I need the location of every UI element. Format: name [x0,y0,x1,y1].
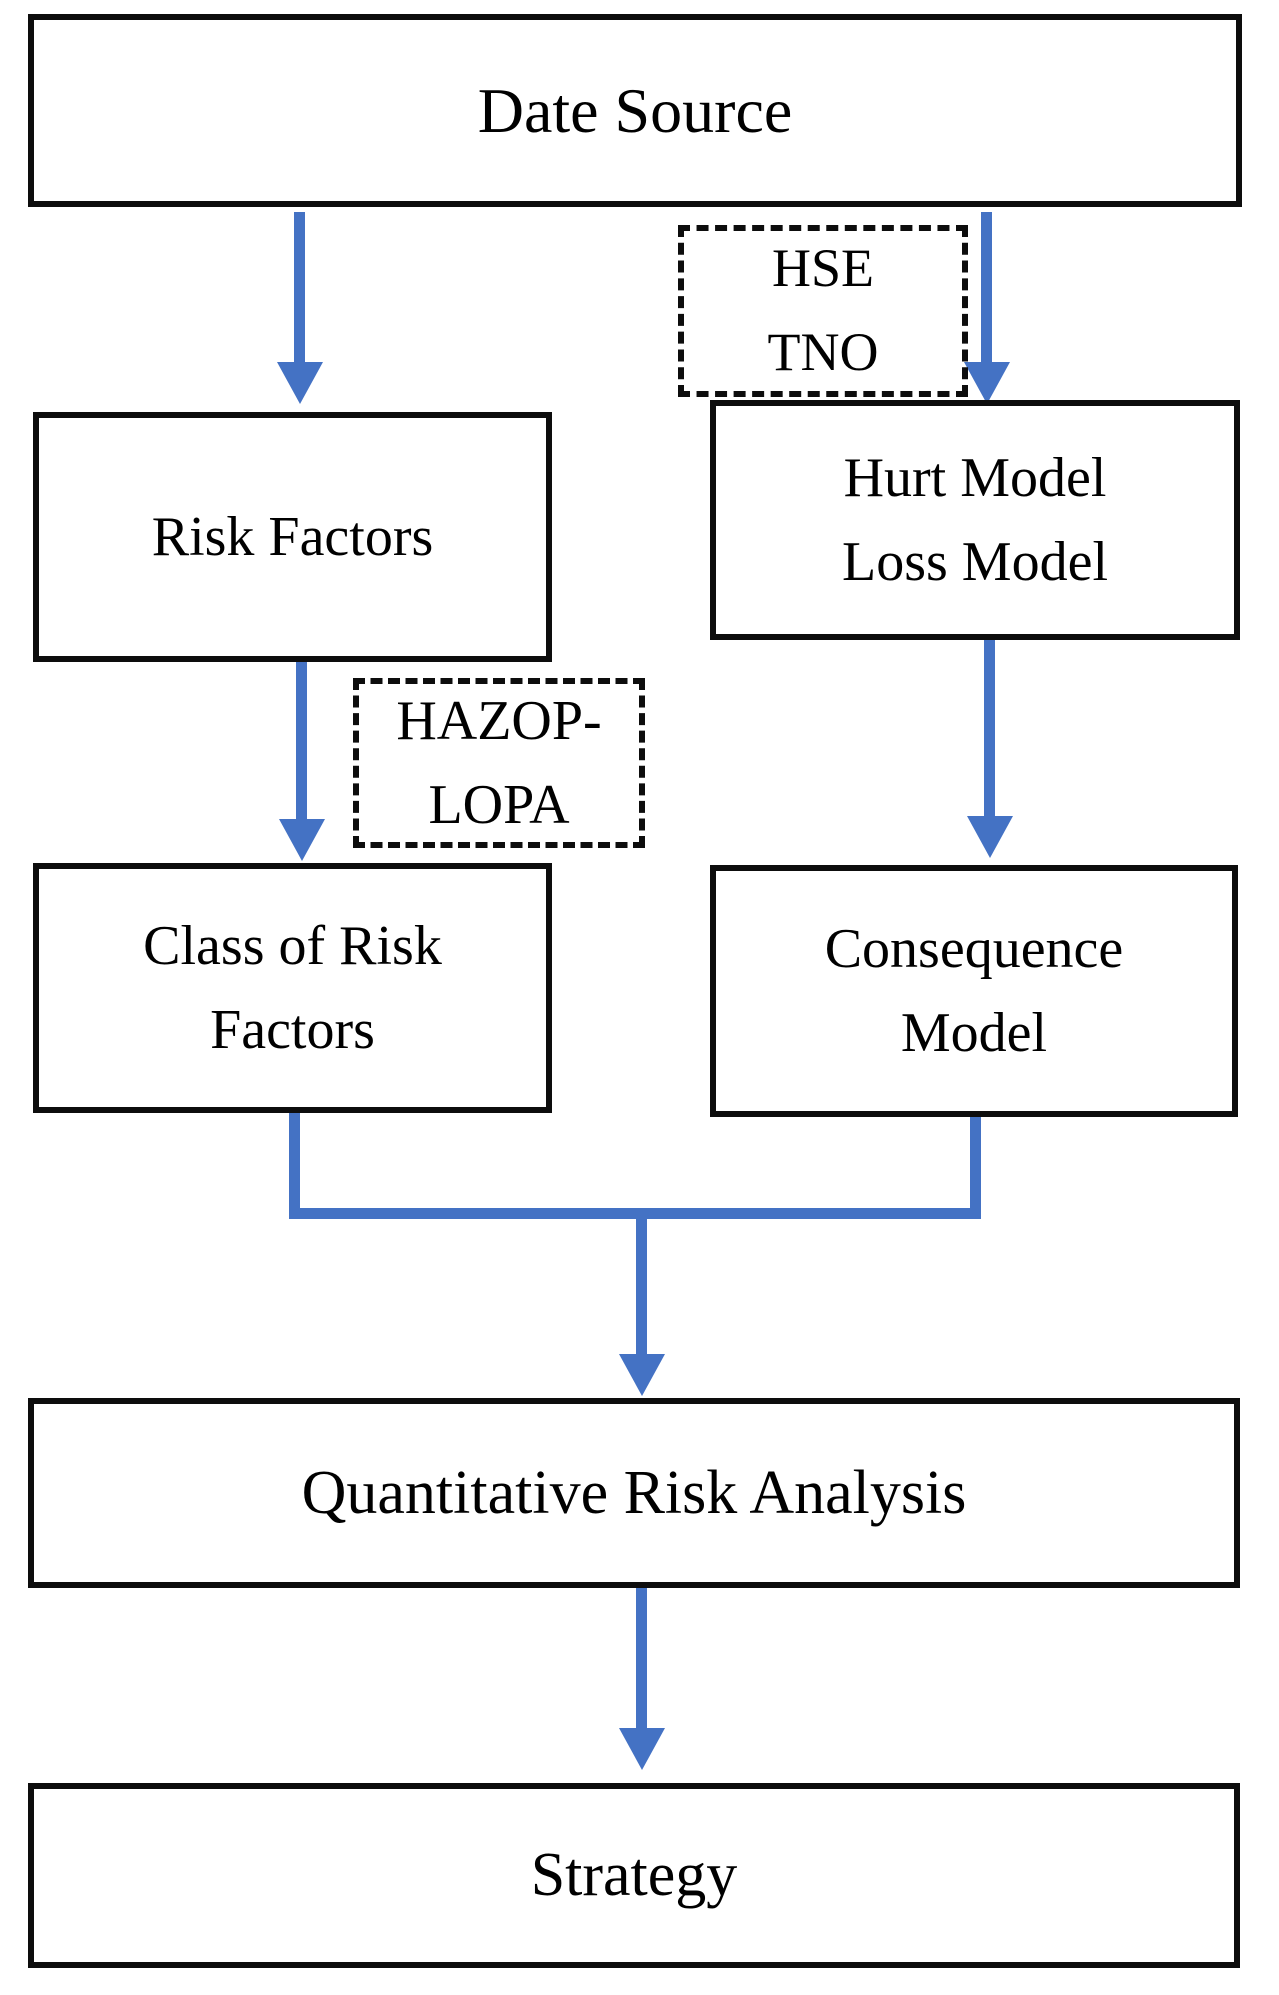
annotation-tno-label: TNO [767,322,879,382]
annotation-lopa-label: LOPA [428,774,570,836]
merge-right-vertical-line [970,1117,981,1219]
annotation-hse-tno: HSE TNO [678,225,968,397]
annotation-hazop-label: HAZOP- [396,690,602,752]
arrow-date-to-riskfactors-shaft [294,212,305,362]
node-loss-model-label: Loss Model [842,531,1108,593]
arrow-date-to-riskfactors-head-icon [277,362,323,404]
arrow-merge-to-qra-head-icon [619,1354,665,1396]
node-qra-label: Quantitative Risk Analysis [301,1458,967,1527]
node-class-of-risk-label: Class of Risk [143,915,442,977]
node-risk-factors: Risk Factors [33,412,552,662]
arrow-hurtmodel-to-consequence-shaft [984,640,995,816]
node-class-of-risk-factors: Class of Risk Factors [33,863,552,1113]
node-hurt-model-label: Hurt Model [843,447,1107,509]
arrow-date-to-hurtmodel-head-icon [964,362,1010,404]
merge-left-vertical-line [289,1113,300,1219]
node-consequence-model-label: Model [900,1002,1048,1064]
annotation-hazop-lopa: HAZOP- LOPA [353,678,645,848]
arrow-hurtmodel-to-consequence-head-icon [967,816,1013,858]
node-quantitative-risk-analysis: Quantitative Risk Analysis [28,1398,1240,1588]
arrow-riskfactors-to-class-shaft [296,662,307,819]
arrow-date-to-hurtmodel-shaft [981,212,992,362]
arrow-riskfactors-to-class-head-icon [279,819,325,861]
arrow-qra-to-strategy-head-icon [619,1728,665,1770]
node-strategy-label: Strategy [530,1841,738,1909]
node-hurt-loss-model: Hurt Model Loss Model [710,400,1240,640]
node-class-factors-label: Factors [210,999,375,1061]
merge-horizontal-line [289,1208,981,1219]
node-risk-factors-label: Risk Factors [151,506,434,568]
arrow-qra-to-strategy-shaft [636,1588,647,1728]
node-consequence-label: Consequence [824,918,1124,980]
node-strategy: Strategy [28,1783,1240,1968]
arrow-merge-to-qra-shaft [636,1208,647,1354]
node-date-source: Date Source [28,14,1242,207]
annotation-hse-label: HSE [771,238,874,299]
node-consequence-model: Consequence Model [710,865,1238,1117]
node-date-source-label: Date Source [477,74,793,146]
